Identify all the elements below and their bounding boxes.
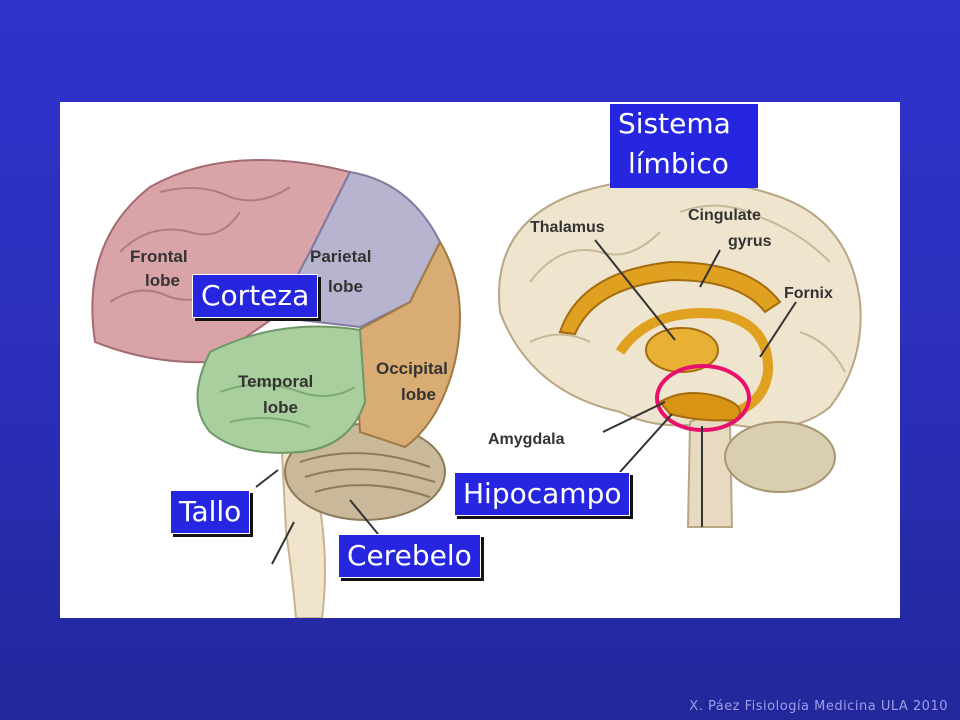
fornix-shape: [615, 308, 774, 417]
hipocampo-label: Hipocampo: [454, 472, 631, 516]
right-brainstem-shape: [686, 416, 734, 528]
medial-gyri: [529, 204, 846, 373]
frontal-lobe-shape: [91, 159, 352, 364]
left-brain: Frontal lobe Parietal lobe Temporal lobe…: [91, 159, 461, 618]
amygdala-label: Amygdala: [488, 431, 565, 448]
temporal-lobe-shape: [196, 325, 367, 454]
temporal-lobe-label: Temporal lobe: [238, 372, 318, 417]
cingulate-gyrus-shape: [558, 260, 782, 336]
parietal-lobe-label: Parietal lobe: [310, 247, 376, 296]
brain-diagram: Frontal lobe Parietal lobe Temporal lobe…: [91, 159, 862, 618]
tallo-label: Tallo: [170, 490, 251, 534]
right-cerebellum-shape: [724, 421, 836, 493]
thalamus-shape: [645, 327, 719, 373]
footer-credit: X. Páez Fisiología Medicina ULA 2010: [689, 699, 948, 714]
limbic-system-title: Sistema límbico: [610, 104, 758, 188]
hippocampus-shape: [658, 392, 741, 422]
cerebelo-label: Cerebelo: [338, 534, 481, 578]
occipital-lobe-shape: [353, 239, 461, 449]
frontal-lobe-label: Frontal lobe: [130, 247, 192, 290]
corteza-label: Corteza: [192, 274, 319, 318]
fornix-label: Fornix: [784, 285, 833, 302]
cingulate-gyrus-label: Cingulate gyrus: [688, 207, 772, 250]
thalamus-label: Thalamus: [530, 219, 605, 236]
medial-brain-shape: [498, 177, 862, 429]
right-brain: Thalamus Cingulate gyrus Fornix Amygdala: [488, 177, 862, 528]
limbic-title-line-1: Sistema: [618, 107, 731, 140]
temporal-gyri: [219, 383, 356, 428]
occipital-lobe-label: Occipital lobe: [376, 359, 453, 404]
limbic-title-line-2: límbico: [628, 147, 729, 180]
